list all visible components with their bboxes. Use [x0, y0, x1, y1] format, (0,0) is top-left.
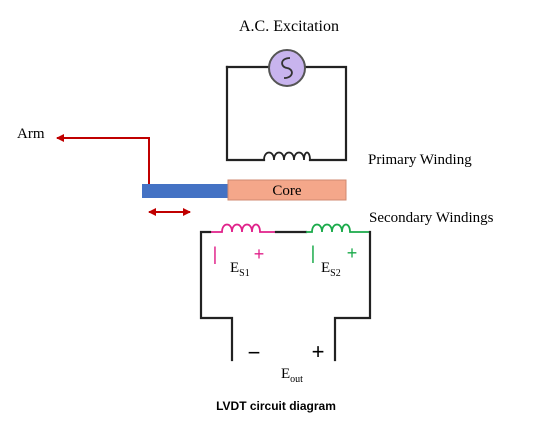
secondary-windings-label: Secondary Windings	[369, 210, 494, 226]
arm-label: Arm	[17, 126, 45, 142]
output-positive-mark: +	[312, 339, 325, 364]
core	[227, 179, 347, 201]
es1-label: ES1	[230, 260, 250, 279]
secondary-coil-s1	[210, 223, 276, 233]
s2-negative-mark: |	[311, 243, 316, 263]
es2-label: ES2	[321, 260, 341, 279]
ac-source-icon	[268, 49, 306, 87]
s2-positive-mark: +	[347, 243, 358, 263]
s1-positive-mark: +	[254, 244, 265, 264]
secondary-circuit	[199, 230, 372, 362]
primary-winding-label: Primary Winding	[368, 152, 472, 168]
excitation-label: A.C. Excitation	[239, 18, 339, 35]
secondary-coil-s2	[306, 223, 370, 233]
arm-rod	[142, 184, 230, 198]
s1-negative-mark: |	[213, 244, 218, 264]
core-label: Core	[272, 183, 302, 199]
eout-label: Eout	[281, 366, 303, 385]
arm-link	[56, 134, 150, 184]
output-negative-mark: −	[248, 340, 261, 365]
figure-caption: LVDT circuit diagram	[216, 399, 336, 413]
primary-coil	[263, 151, 311, 161]
